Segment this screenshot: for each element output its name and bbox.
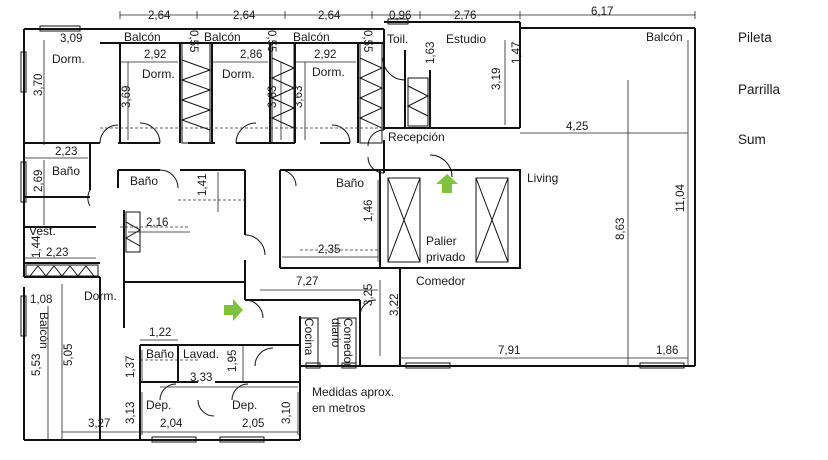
dashed-lines — [100, 127, 384, 361]
dim-label: 1,46 — [363, 200, 375, 222]
room-label-balcon-3: Balcón — [293, 30, 330, 44]
dimension-lines — [24, 11, 696, 440]
arrow-up-icon — [436, 174, 458, 193]
dim-label: 5,53 — [31, 354, 43, 376]
room-label-estudio: Estudio — [446, 32, 486, 46]
room-label-living: Living — [527, 171, 558, 185]
dim-label: 3,13 — [125, 402, 137, 424]
room-label-dorm-3: Dorm. — [222, 67, 255, 81]
dim-label: 2,64 — [148, 10, 171, 22]
dim-label: 1,08 — [30, 294, 52, 306]
dim-label: 7,91 — [498, 345, 520, 357]
dim-label: 11,04 — [675, 183, 687, 212]
room-label-bano-4: Baño — [146, 347, 174, 361]
dim-label: 3,63 — [267, 86, 279, 108]
dim-label: 2,76 — [454, 10, 476, 22]
dimension-labels: 2,64 2,64 2,64 0,96 2,76 6,17 3,09 2,92 … — [30, 6, 687, 430]
room-label-comedor-diario-2: diario — [329, 318, 343, 348]
dim-label: 2,69 — [33, 170, 45, 192]
note-line-1: Medidas aprox. — [312, 385, 394, 399]
dim-label: 3,27 — [88, 418, 110, 430]
room-label-dep-1: Dep. — [146, 398, 171, 412]
dim-label: 3,22 — [389, 294, 401, 316]
room-label-comedor: Comedor — [416, 274, 465, 288]
dim-label: 2,64 — [318, 10, 341, 22]
arrow-right-icon — [224, 299, 243, 321]
dim-label: 3,33 — [190, 372, 212, 384]
room-label-balcon-4: Balcón — [646, 30, 683, 44]
dim-label: 2,23 — [55, 146, 77, 158]
dim-label: 3,10 — [281, 402, 293, 424]
dim-label: 3,09 — [60, 33, 82, 45]
room-label-bano-1: Baño — [52, 164, 80, 178]
room-label-comedor-diario-1: Comedor — [341, 318, 355, 367]
dim-label: 2,35 — [318, 244, 340, 256]
dim-label: 0,55 — [265, 30, 277, 52]
room-labels: Balcón Balcón Balcón Balcón Toil. Estudi… — [29, 30, 683, 412]
walls — [23, 21, 696, 441]
room-label-recepcion: Recepción — [388, 130, 445, 144]
dim-label: 2,92 — [144, 49, 166, 61]
dim-label: 1,63 — [425, 42, 437, 64]
room-label-dorm-1: Dorm. — [52, 52, 85, 66]
dim-label: 3,69 — [121, 86, 133, 108]
dim-label: 1,47 — [511, 42, 523, 64]
dim-label: 7,27 — [296, 276, 318, 288]
room-label-palier: Palier — [426, 234, 457, 248]
dim-label: 1,95 — [227, 350, 239, 372]
dim-label: 0,55 — [361, 30, 373, 52]
dim-label: 2,04 — [160, 418, 183, 430]
room-label-dorm-5: Dorm. — [84, 289, 117, 303]
dim-label: 1,86 — [656, 345, 678, 357]
dim-label: 4,25 — [566, 121, 588, 133]
room-label-lavad: Lavad. — [183, 347, 219, 361]
dim-label: 1,41 — [197, 174, 209, 196]
room-label-dorm-4: Dorm. — [312, 65, 345, 79]
dim-label: 2,92 — [314, 49, 336, 61]
dim-label: 3,70 — [33, 74, 45, 96]
dim-label: 2,05 — [242, 418, 264, 430]
dim-label: 3,25 — [363, 284, 375, 306]
room-label-bano-3: Baño — [336, 176, 364, 190]
room-label-dep-2: Dep. — [232, 398, 257, 412]
room-label-dorm-2: Dorm. — [142, 67, 175, 81]
entry-arrows — [224, 174, 458, 321]
windows — [20, 18, 685, 443]
doors — [87, 57, 453, 417]
room-label-balcon-2: Balcón — [204, 30, 241, 44]
dim-label: 3,19 — [491, 68, 503, 90]
room-label-balcon-5: Balcón — [37, 312, 51, 349]
dim-label: 1,22 — [149, 327, 171, 339]
legend-parrilla: Parrilla — [738, 82, 781, 97]
dim-label: 6,17 — [591, 6, 613, 18]
dim-label: 2,64 — [233, 10, 256, 22]
dim-label: 3,63 — [293, 86, 305, 108]
amenities-legend: Pileta Parrilla Sum — [738, 30, 781, 147]
closets — [25, 42, 509, 367]
room-label-vest: Vest. — [29, 224, 56, 238]
dim-label: 2,23 — [46, 247, 68, 259]
dim-label: 2,16 — [146, 217, 168, 229]
dim-label: 1,37 — [125, 356, 137, 378]
room-label-cocina: Cocina — [302, 318, 316, 356]
room-label-balcon-1: Balcón — [124, 30, 161, 44]
room-label-bano-2: Baño — [130, 174, 158, 188]
legend-sum: Sum — [738, 132, 766, 147]
note-line-2: en metros — [312, 401, 365, 415]
dim-label: 5,05 — [63, 344, 75, 366]
dim-label: 1,44 — [31, 235, 43, 258]
room-label-privado: privado — [426, 250, 466, 264]
dim-label: 8,63 — [615, 218, 627, 240]
dim-label: 0,55 — [187, 30, 199, 52]
room-label-toil: Toil. — [387, 32, 408, 46]
dim-label: 2,86 — [240, 49, 262, 61]
measurements-note: Medidas aprox. en metros — [312, 385, 394, 415]
legend-pileta: Pileta — [738, 30, 772, 45]
dim-label: 0,96 — [389, 10, 411, 22]
